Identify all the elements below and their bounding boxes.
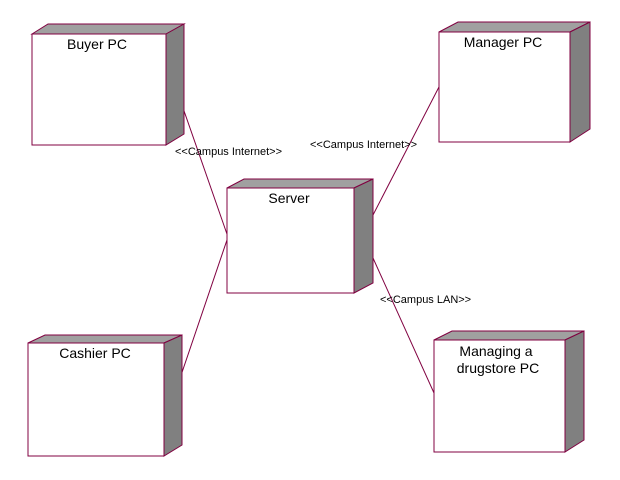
node-side-face bbox=[165, 23, 185, 146]
node-manager-pc: Manager PC bbox=[438, 21, 591, 143]
edge-server-drugstore bbox=[372, 257, 435, 394]
node-side-face bbox=[163, 334, 183, 457]
node-top-face bbox=[226, 178, 374, 189]
node-label-drugstore-line2: drugstore PC bbox=[457, 360, 539, 376]
edge-cashier-server bbox=[174, 236, 229, 394]
node-front-face bbox=[433, 339, 566, 453]
node-top-face bbox=[30, 23, 186, 35]
node-front-face bbox=[31, 33, 167, 146]
node-label-buyer: Buyer PC bbox=[67, 36, 127, 52]
node-label-drugstore-line1: Managing a bbox=[459, 343, 532, 359]
node-drugstore-pc: Managing a drugstore PC bbox=[433, 330, 585, 453]
node-side-face bbox=[569, 21, 591, 143]
node-side-face bbox=[564, 330, 585, 453]
node-server: Server bbox=[226, 178, 374, 294]
edge-label-server-drugstore: <<Campus LAN>> bbox=[380, 294, 471, 306]
node-top-face bbox=[433, 330, 585, 341]
node-side-face bbox=[353, 178, 374, 294]
node-front-face bbox=[438, 31, 571, 143]
edge-label-manager-server: <<Campus Internet>> bbox=[310, 139, 417, 151]
node-label-cashier: Cashier PC bbox=[59, 345, 131, 361]
node-front-face bbox=[27, 342, 165, 457]
node-label-manager: Manager PC bbox=[464, 34, 543, 50]
node-label-server: Server bbox=[268, 190, 310, 206]
edge-manager-server bbox=[372, 84, 441, 216]
node-top-face bbox=[27, 334, 183, 344]
edge-label-buyer-server: <<Campus Internet>> bbox=[175, 146, 282, 158]
node-top-face bbox=[438, 21, 591, 33]
node-buyer-pc: Buyer PC bbox=[30, 23, 186, 146]
node-front-face bbox=[226, 187, 355, 294]
node-cashier-pc: Cashier PC bbox=[27, 334, 183, 457]
